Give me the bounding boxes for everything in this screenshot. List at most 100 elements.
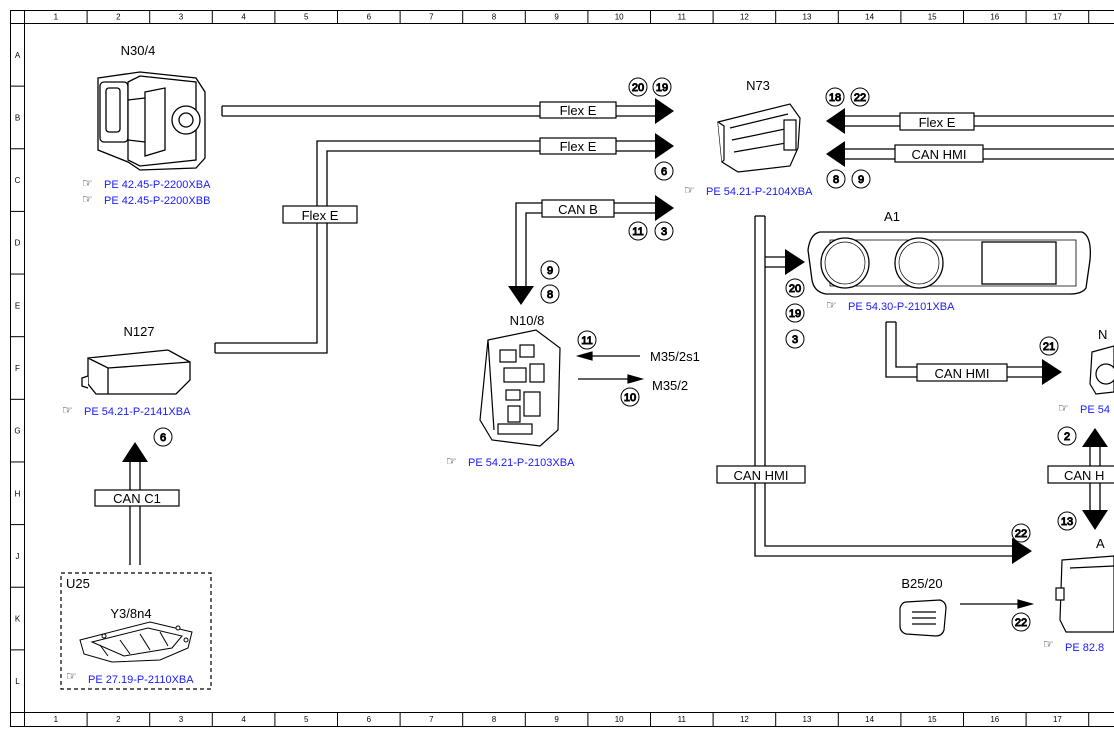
svg-text:PE 54.21-P-2103XBA: PE 54.21-P-2103XBA xyxy=(468,457,575,469)
n73-ref[interactable]: ☞ PE 54.21-P-2104XBA xyxy=(684,183,813,198)
grid-column-label: 12 xyxy=(740,715,749,724)
svg-text:11: 11 xyxy=(581,335,592,347)
signal-m35-2s1: M35/2s1 xyxy=(650,349,700,364)
grid-column-label: 3 xyxy=(179,715,184,724)
svg-text:PE 54.21-P-2141XBA: PE 54.21-P-2141XBA xyxy=(84,406,191,418)
grid-column-label: 1 xyxy=(54,715,59,724)
right-n-ref[interactable]: ☞ PE 54 xyxy=(1058,401,1110,416)
b25-20-label: B25/20 xyxy=(901,576,942,591)
circle-marker: 18 xyxy=(825,87,845,107)
right-n-label: N xyxy=(1098,327,1107,342)
arrow-left-icon xyxy=(826,141,845,167)
circle-marker: 9 xyxy=(851,169,871,189)
circle-marker: 3 xyxy=(785,329,805,349)
bus-arrows xyxy=(122,98,1108,564)
n10-8-ref[interactable]: ☞ PE 54.21-P-2103XBA xyxy=(446,454,575,469)
a1-cluster-image xyxy=(807,231,1091,295)
grid-column-label: 6 xyxy=(367,715,372,724)
grid-column-label: 14 xyxy=(865,13,874,22)
circle-marker: 3 xyxy=(654,221,674,241)
arrow-down-icon xyxy=(508,286,534,305)
circle-marker: 9 xyxy=(540,260,560,280)
grid-column-label: 6 xyxy=(367,13,372,22)
svg-text:2: 2 xyxy=(1064,431,1070,443)
a1-ref[interactable]: ☞ PE 54.30-P-2101XBA xyxy=(826,298,955,313)
b25-20-sensor-image xyxy=(899,599,947,637)
hand-pointer-icon: ☞ xyxy=(446,454,457,468)
right-a-label: A xyxy=(1096,536,1105,551)
svg-text:8: 8 xyxy=(547,289,553,301)
n127-module-image xyxy=(81,349,191,395)
n73-module-image xyxy=(717,103,801,173)
circle-marker: 20 xyxy=(628,77,648,97)
grid-column-label: 8 xyxy=(492,13,497,22)
arrow-left-icon xyxy=(826,108,845,134)
grid-row-label: L xyxy=(15,677,20,686)
svg-text:19: 19 xyxy=(789,308,801,320)
diagram-frame xyxy=(10,10,1114,727)
grid-column-label: 9 xyxy=(554,715,559,724)
n30-4-label: N30/4 xyxy=(121,43,156,58)
grid-column-label: 2 xyxy=(116,715,121,724)
svg-text:CAN H: CAN H xyxy=(1064,468,1104,483)
svg-text:PE 42.45-P-2200XBA: PE 42.45-P-2200XBA xyxy=(104,179,211,191)
svg-text:CAN B: CAN B xyxy=(558,202,598,217)
signal-arrows xyxy=(575,351,1035,609)
svg-text:PE 54.30-P-2101XBA: PE 54.30-P-2101XBA xyxy=(848,301,955,313)
right-a-module-image xyxy=(1055,555,1114,633)
arrow-right-icon xyxy=(655,195,674,221)
arrow-up-icon xyxy=(1082,428,1108,447)
svg-text:18: 18 xyxy=(829,92,841,104)
circle-marker: 6 xyxy=(153,427,173,447)
grid-column-label: 8 xyxy=(492,715,497,724)
n30-4-ref-2[interactable]: ☞ PE 42.45-P-2200XBB xyxy=(82,192,210,207)
grid-row-label: F xyxy=(15,364,20,373)
right-a-ref[interactable]: ☞ PE 82.8 xyxy=(1043,637,1104,654)
svg-text:20: 20 xyxy=(632,82,644,94)
n30-4-ref-1[interactable]: ☞ PE 42.45-P-2200XBA xyxy=(82,176,211,191)
n127-ref[interactable]: ☞ PE 54.21-P-2141XBA xyxy=(62,403,191,418)
svg-text:22: 22 xyxy=(854,92,866,104)
grid-row-label: C xyxy=(15,176,21,185)
grid-column-label: 7 xyxy=(429,13,434,22)
grid-column-label: 4 xyxy=(241,715,246,724)
n73-label: N73 xyxy=(746,78,770,93)
u25-ref[interactable]: ☞ PE 27.19-P-2110XBA xyxy=(66,669,194,686)
bus-label-can-hmi-right: CAN HMI xyxy=(894,144,984,163)
grid-column-label: 9 xyxy=(554,13,559,22)
hand-pointer-icon: ☞ xyxy=(82,192,93,206)
grid-column-label: 4 xyxy=(241,13,246,22)
svg-text:6: 6 xyxy=(160,432,166,444)
grid-column-label: 15 xyxy=(928,715,937,724)
svg-text:19: 19 xyxy=(656,82,668,94)
hand-pointer-icon: ☞ xyxy=(82,176,93,190)
svg-text:6: 6 xyxy=(661,166,667,178)
grid-row-label: D xyxy=(15,239,21,248)
hand-pointer-icon: ☞ xyxy=(1058,401,1069,415)
grid-labels: 1122334455667788991010111112121313141415… xyxy=(14,13,1062,725)
svg-text:CAN C1: CAN C1 xyxy=(113,491,161,506)
arrow-right-icon xyxy=(655,98,674,124)
n10-8-label: N10/8 xyxy=(510,313,545,328)
bus-label-can-b: CAN B xyxy=(541,199,615,218)
hand-pointer-icon: ☞ xyxy=(684,183,695,197)
svg-text:20: 20 xyxy=(789,283,801,295)
arrow-right-icon xyxy=(1012,538,1032,564)
grid-column-label: 13 xyxy=(803,715,812,724)
signal-m35-2: M35/2 xyxy=(652,378,688,393)
arrow-right-icon xyxy=(1042,359,1062,385)
hand-pointer-icon: ☞ xyxy=(1043,637,1054,651)
svg-text:PE 54.21-P-2104XBA: PE 54.21-P-2104XBA xyxy=(706,186,813,198)
grid-column-label: 17 xyxy=(1053,715,1062,724)
bus-label-flex-e-left: Flex E xyxy=(282,205,358,224)
svg-text:CAN HMI: CAN HMI xyxy=(912,147,967,162)
grid-column-label: 7 xyxy=(429,715,434,724)
grid-column-label: 1 xyxy=(54,13,59,22)
circle-marker: 20 xyxy=(785,278,805,298)
grid-column-label: 11 xyxy=(678,715,687,724)
svg-text:3: 3 xyxy=(792,334,798,346)
circle-marker: 22 xyxy=(1011,612,1031,632)
a1-label: A1 xyxy=(884,209,900,224)
svg-text:11: 11 xyxy=(632,226,643,238)
